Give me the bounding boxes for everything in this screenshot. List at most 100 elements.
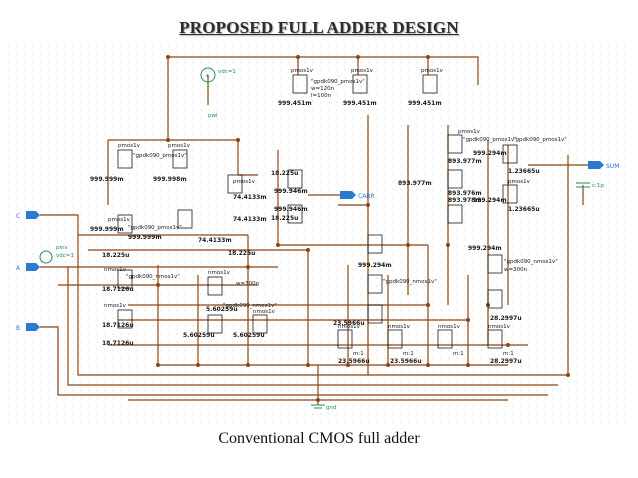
device-width-label: w=300n [504,267,528,273]
node-voltage: 18.7126u [102,286,134,293]
node-voltage: 5.60259u [183,332,215,339]
device-labels: pmos1v pmos1v pmos1v "gpdk090_pmos1v" w=… [104,68,567,357]
svg-text:+: + [205,73,210,79]
device-model-label: "gpdk090_pmos1v" [311,79,365,85]
node-voltage: 999.999m [128,234,162,241]
device-type-label: nmos1v [104,303,127,309]
transistor-pm4 [172,149,188,169]
transistor-pm10 [447,134,463,154]
ground-symbol: gnd [311,404,336,411]
device-type-label: nmos1v [104,267,127,273]
device-type-label: nmos1v [438,324,461,330]
device-length-label: l=100n [311,93,332,99]
transistor-pm2 [422,74,438,94]
node-voltage: 18.7126u [102,340,134,347]
node-voltage: 999.451m [278,100,312,107]
transistor-pm13 [502,144,518,164]
device-multiplier-label: m:1 [403,351,414,357]
output-pin-carr: CARR [340,191,375,200]
node-voltage: 74.4133m [233,194,267,201]
device-model-label: "gpdk090_nmos1v" [383,279,437,285]
transistor-nm0 [117,269,133,289]
node-voltage: 23.5966u [390,358,422,365]
device-type-label: pmos1v [168,143,191,149]
transistor-nm2 [207,276,223,296]
transistor-pm14 [502,184,518,204]
node-voltage: 999.999m [90,226,124,233]
transistor-pm11 [447,169,463,189]
node-voltage: 999.294m [473,150,507,157]
node-voltage: 893.977m [448,158,482,165]
node-voltage: 18.7126u [102,322,134,329]
device-model-label: "gpdk090_nmos1v" [126,274,180,280]
transistor-nm6 [367,304,383,324]
node-voltage: 999.999m [90,176,124,183]
device-type-label: nmos1v [208,270,231,276]
device-model-label: "gpdk090_pmos1v" [513,137,567,143]
transistor-pm12 [447,204,463,224]
node-voltage: 999.946m [274,188,308,195]
grid-background [8,45,630,423]
node-voltage: 18.225u [228,250,255,257]
slide-caption: Conventional CMOS full adder [218,430,420,447]
device-type-label: nmos1v [338,324,361,330]
node-voltage: 18.225u [271,215,298,222]
device-model-label: "gpdk090_pmos1v" [133,153,187,159]
transistor-pm7 [227,174,243,194]
voltage-annotations: 999.451m 999.451m 999.451m 999.999m 999.… [90,100,540,365]
device-type-label: nmos1v [388,324,411,330]
node-voltage: 74.4133m [233,216,267,223]
device-multiplier-label: m:1 [353,351,364,357]
device-multiplier-label: m:1 [453,351,464,357]
node-voltage: 999.998m [153,176,187,183]
input-pin-c: C [16,211,40,220]
transistor-pm1 [352,74,368,94]
device-type-label: pmos1v [233,179,256,185]
node-voltage: 18.225u [102,252,129,259]
node-voltage: 28.2997u [490,358,522,365]
source-label: vdc=1 [56,253,74,259]
transistor-pm9 [287,204,303,224]
input-pin-b: B [16,323,40,332]
transistors [117,74,518,349]
node-voltage: 999.294m [473,197,507,204]
voltage-source-supply: + vdc=1 pwl [200,67,236,119]
capacitor: c:1p [576,182,604,189]
device-model-label: "gpdk090_pmos1v" [463,137,517,143]
capacitor-label: c:1p [592,183,604,189]
device-width-label: w=120n [311,86,335,92]
transistor-nm5 [367,274,383,294]
node-voltage: 23.5966u [333,320,365,327]
device-width-label: w=300n [236,281,260,287]
device-model-label: "gpdk090_pmos1v" [128,225,182,231]
transistor-nm7 [337,329,353,349]
device-multiplier-label: m:1 [503,351,514,357]
node-voltage: 18.225u [271,170,298,177]
device-type-label: nmos1v [488,324,511,330]
pin-label-b: B [16,325,20,332]
node-voltage: 1.23665u [508,168,540,175]
device-type-label: pmos1v [291,68,314,74]
device-type-label: pmos1v [351,68,374,74]
device-type-label: pmos1v [421,68,444,74]
node-voltage: 999.294m [468,245,502,252]
node-voltage: 999.294m [358,262,392,269]
supply-name: pwl [208,113,218,119]
device-type-label: pmos1v [118,143,141,149]
transistor-pm0 [292,74,308,94]
circuit-schematic: + vdc=1 pwl pinv vdc=1 gnd C A B CARR SU… [8,45,630,423]
transistor-nm9 [437,329,453,349]
node-voltage: 74.4133m [198,237,232,244]
input-pin-a: A [16,263,40,272]
device-model-label: "gpdk090_nmos1v" [504,259,558,265]
node-voltage: 28.2997u [490,315,522,322]
transistor-nm3 [207,314,223,334]
node-voltage: 5.60259u [206,306,238,313]
node-voltage: 5.60259u [233,332,265,339]
node-voltage: 999.946m [274,206,308,213]
source-name: pinv [56,245,69,251]
transistor-pm6 [177,209,193,229]
node-voltage: 893.977m [398,180,432,187]
slide-title: PROPOSED FULL ADDER DESIGN [179,18,459,37]
voltage-source-pinv: pinv vdc=1 [39,245,74,264]
